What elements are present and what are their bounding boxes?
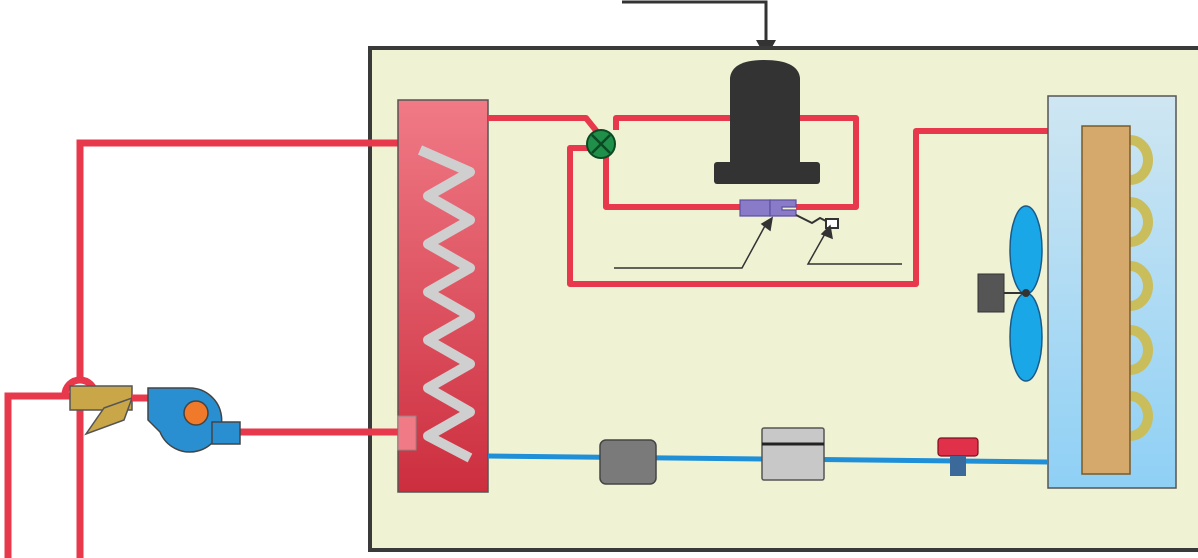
filter-icon — [599, 439, 657, 485]
refrigerant-hot-loop — [488, 115, 1048, 287]
water-tank-condenser — [397, 99, 489, 493]
circulation-pump-icon — [147, 387, 241, 453]
drier-icon — [761, 427, 825, 481]
reversing-valve-icon — [586, 129, 616, 159]
mixing-valve-icon — [69, 385, 134, 436]
capillary-tube-icon — [739, 199, 797, 217]
evaporator-coil — [1047, 95, 1177, 489]
condenser-coil — [417, 145, 475, 463]
expansion-valve-icon — [937, 437, 979, 476]
callout-lines — [614, 216, 902, 269]
fan-icon — [977, 205, 1043, 382]
evaporator-loops — [1129, 135, 1153, 441]
compressor-icon — [714, 60, 820, 184]
pressure-switch-icon — [795, 214, 839, 229]
external-hot-water-pipes — [4, 139, 414, 558]
